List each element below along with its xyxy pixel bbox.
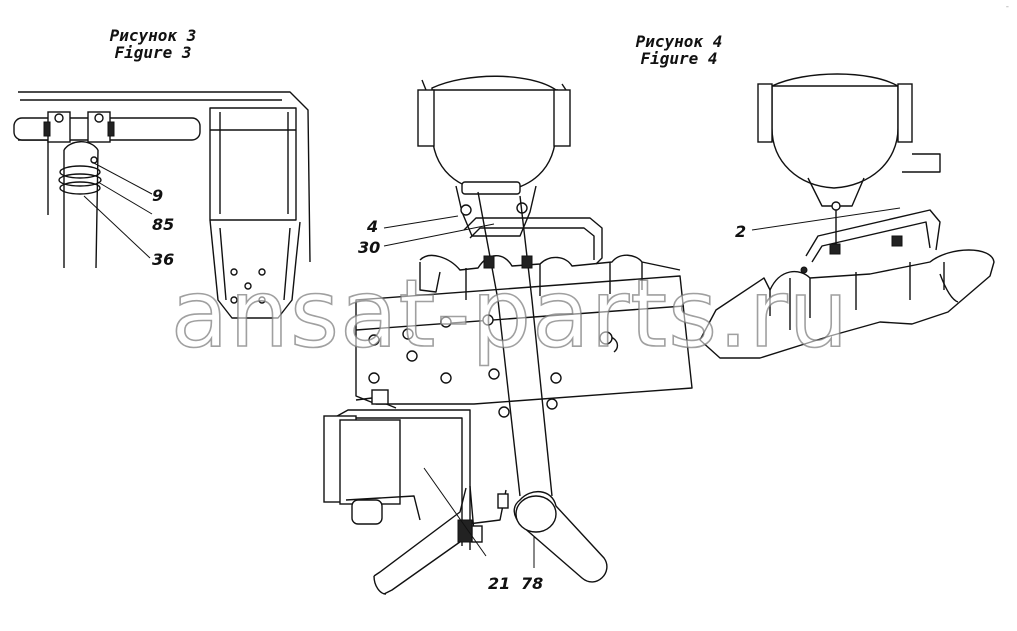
callout-4: 4 bbox=[367, 217, 379, 236]
callout-36: 36 bbox=[152, 250, 175, 269]
figure3-caption: Рисунок 3 Figure 3 bbox=[88, 27, 218, 61]
figure4-caption-ru: Рисунок 4 bbox=[635, 32, 723, 51]
callout-21: 21 bbox=[488, 574, 511, 593]
callout-9: 9 bbox=[152, 186, 164, 205]
figure4-caption-en: Figure 4 bbox=[640, 49, 718, 68]
corner-mark: - bbox=[1005, 2, 1009, 12]
figure4-caption: Рисунок 4 Figure 4 bbox=[614, 33, 744, 67]
callout-85: 85 bbox=[152, 215, 175, 234]
callout-30: 30 bbox=[358, 238, 381, 257]
figure3-drawing bbox=[13, 91, 311, 319]
figure3-caption-en: Figure 3 bbox=[114, 43, 192, 62]
callout-78: 78 bbox=[521, 574, 544, 593]
figure4-detail-drawing bbox=[699, 73, 995, 359]
figure3-caption-ru: Рисунок 3 bbox=[109, 26, 197, 45]
callout-2: 2 bbox=[735, 222, 747, 241]
figure4-main-drawing bbox=[323, 75, 693, 595]
